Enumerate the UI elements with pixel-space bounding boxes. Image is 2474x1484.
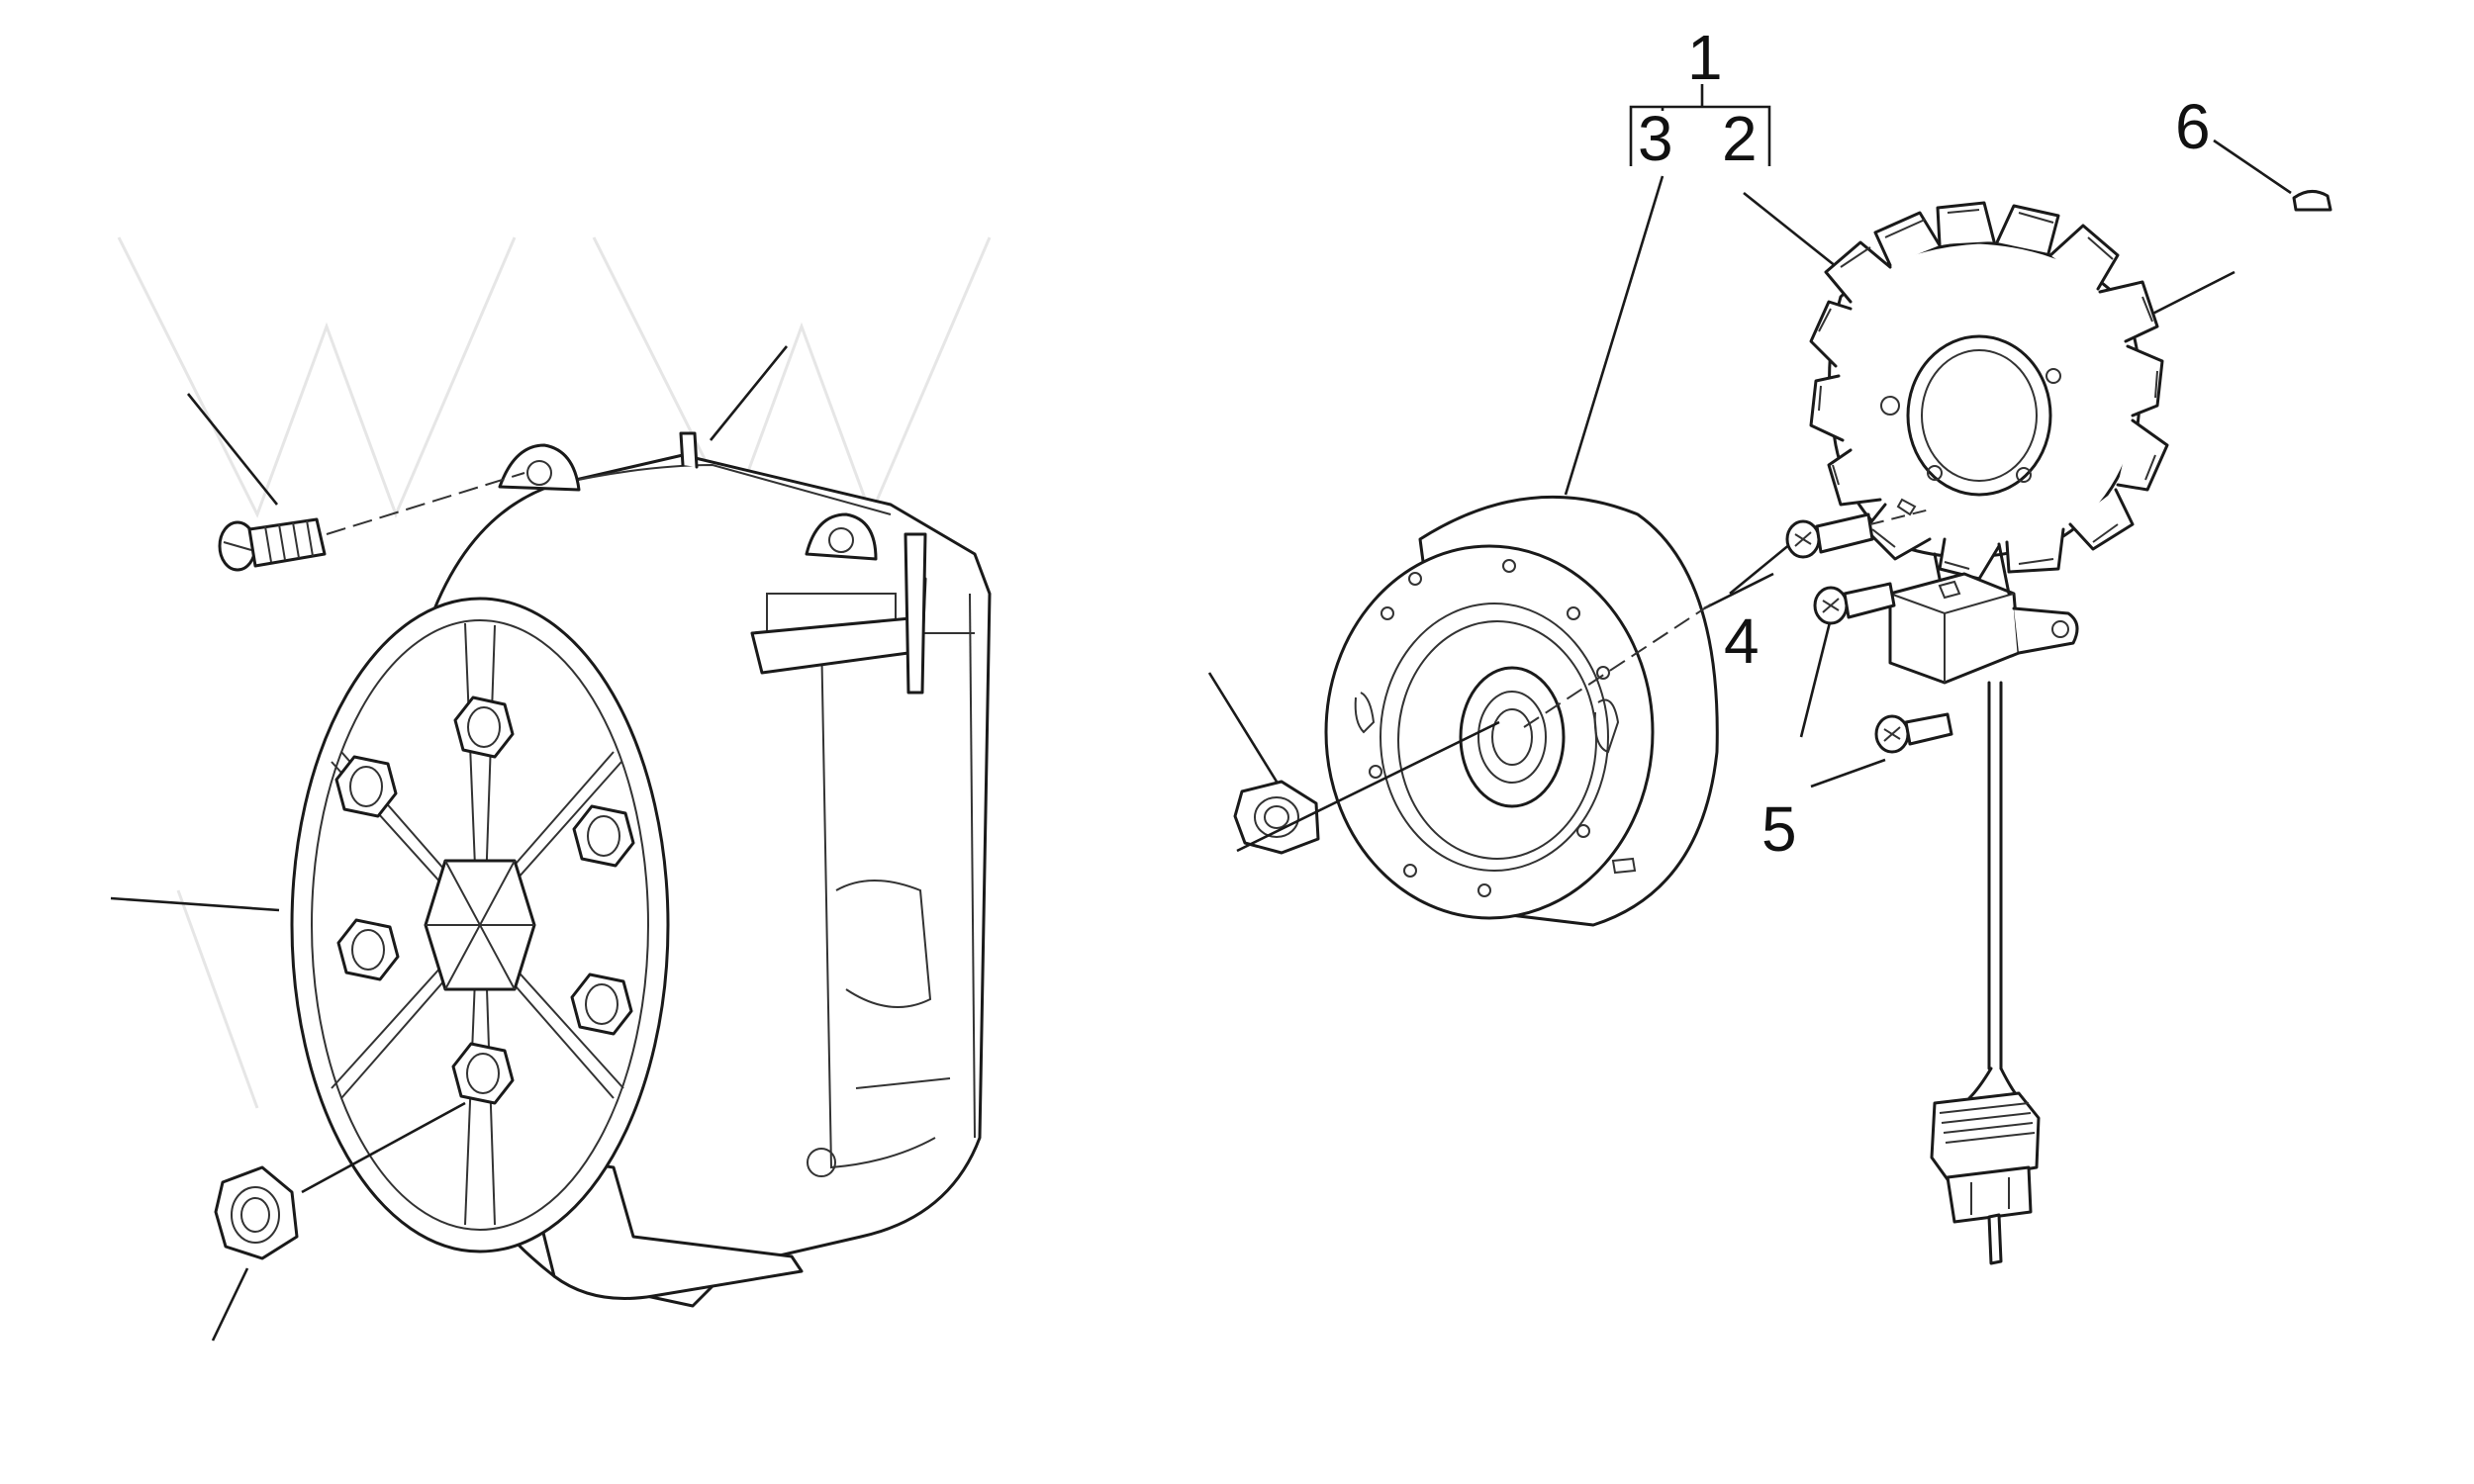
callout-6: 6 [2175,91,2211,162]
stator-bore [1906,334,2052,497]
cover-bolt-icon [334,755,398,818]
callout-1: 1 [1687,22,1723,93]
wiring-harness [1967,681,2021,1100]
key-icon [2292,190,2332,212]
flywheel-icon [1324,495,1719,927]
callout-3: 3 [1638,103,1673,174]
flange-nut-icon [214,1165,299,1260]
cover-bolt-icon [451,1042,515,1105]
connector-icon [1930,1091,2041,1265]
pickup-sensor-icon [1888,542,2079,685]
mounting-ear-top [498,443,581,492]
flywheel-stator-assembly: 1 3 2 6 4 5 [1207,22,2332,1265]
flywheel-holes [1369,559,1610,897]
stator-coil-texture [1818,209,2158,570]
fan-cover-assembly [110,345,992,1342]
stator-icon [1809,201,2169,581]
screw-icon [1874,712,1953,754]
cover-bolts [334,696,635,1105]
nut-icon [1233,780,1320,855]
cover-bolt-icon [570,973,633,1036]
flywheel-hub [1459,666,1566,808]
cover-bolt-icon [453,696,515,759]
callout-5: 5 [1761,793,1797,865]
left-leader-lines [110,345,789,1342]
screw-icon [218,517,327,572]
cover-bolt-icon [572,804,635,868]
screw-icon [1785,512,1874,559]
callout-2: 2 [1722,103,1758,174]
screw-icon [1813,582,1896,625]
mounting-ear-right [805,512,878,561]
cover-bolt-icon [336,918,400,981]
callout-4: 4 [1724,605,1760,677]
stator-windings [1809,201,2169,581]
callout-bracket [1629,84,1771,166]
